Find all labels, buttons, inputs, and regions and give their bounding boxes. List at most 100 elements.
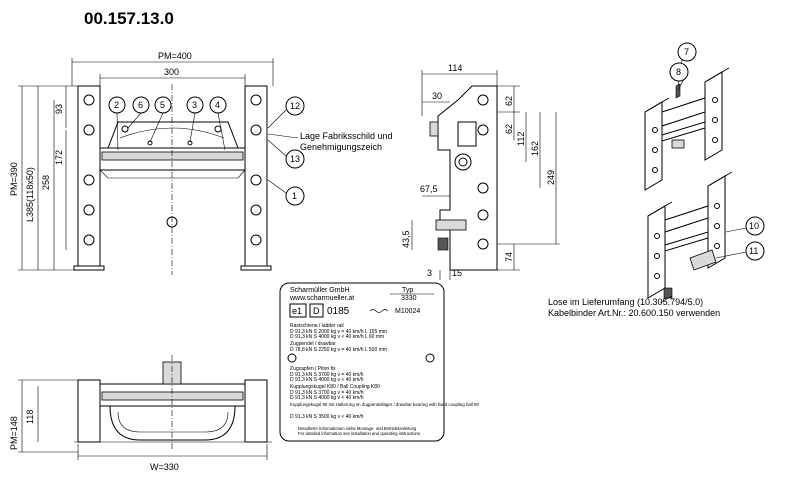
side-view: 114 30 62 62 112 162 249 74 67,5 43,5 3 … [401, 63, 560, 280]
dim-67-5: 67,5 [420, 184, 438, 194]
bottom-view: PM=148 118 W=330 [9, 355, 272, 472]
plate-footer-1: Detaillierte Informationen siehe Montage… [298, 426, 417, 431]
dim-43-5: 43,5 [401, 230, 411, 248]
dim-162: 162 [530, 141, 540, 156]
svg-text:11: 11 [749, 246, 758, 256]
svg-text:12: 12 [290, 101, 300, 111]
drawing-number: 00.157.13.0 [84, 9, 174, 28]
nameplate-m-code: M10024 [395, 308, 420, 315]
left-upright-holes [83, 94, 95, 246]
dim-258: 258 [41, 175, 51, 190]
right-upright-foot [240, 265, 272, 271]
iso-view-bottom [647, 171, 733, 299]
left-upright [77, 85, 101, 271]
loose-parts-note-1: Lose im Lieferumfang (10.305.794/5.0) [548, 297, 703, 307]
plate-section-4-row-0: D 91,3 kN S 3500 kg v < 40 km/h [290, 414, 364, 420]
plate-section-4-heading: Kupplungskugel 80 mit Halterung im Zugpe… [290, 402, 479, 407]
svg-text:8: 8 [676, 67, 681, 77]
nameplate-typ-value: 3330 [401, 295, 417, 302]
callout-8: 8 [669, 62, 689, 91]
callout-4: 4 [209, 96, 227, 151]
cross-shaft [101, 151, 244, 161]
svg-text:2: 2 [114, 100, 119, 110]
plate-section-0-row-1: D 91,3 kN S 4000 kg v < 40 km/h L 60 mm [290, 334, 384, 340]
nameplate-d: D [313, 306, 320, 316]
pin-head [454, 153, 472, 171]
dim-112: 112 [516, 132, 526, 146]
plate-section-3-row-1: D 91,3 kN S 4000 kg v < 40 km/h [290, 395, 364, 401]
dim-w330: W=330 [150, 462, 179, 472]
right-upright-holes [250, 94, 262, 246]
loose-parts-note-2: Kabelbinder Art.Nr.: 20.600.150 verwende… [548, 308, 720, 318]
nameplate: Scharmüller GmbH www.scharmueller.at Typ… [279, 282, 479, 442]
svg-text:1: 1 [292, 191, 297, 201]
dim-93: 93 [54, 104, 64, 114]
callout-3: 3 [186, 96, 204, 143]
wave-icon [369, 309, 389, 313]
bottom-left-upright [77, 379, 101, 443]
iso-view-top [644, 67, 730, 191]
svg-text:7: 7 [684, 47, 689, 57]
nameplate-location-note-1: Lage Fabriksschild und [300, 131, 393, 141]
front-view: PM=400 300 PM=390 L385(118x50) 258 172 9… [9, 51, 393, 275]
nameplate-border [279, 282, 445, 442]
dim-15: 15 [452, 268, 462, 278]
dim-pm400: PM=400 [158, 51, 192, 61]
svg-text:4: 4 [215, 100, 220, 110]
dim-pm148: PM=148 [9, 416, 19, 450]
plate-section-0-row-0: D 91,3 kN S 2000 kg v = 40 km/h L 155 mm [290, 329, 387, 335]
loose-parts-leader [659, 295, 673, 304]
callout-11: 11 [715, 241, 765, 261]
side-clip [437, 237, 449, 251]
plate-section-3-row-0: D 91,3 kN S 3700 kg v = 40 km/h [290, 390, 364, 396]
callout-10: 10 [725, 216, 765, 236]
dim-pm390: PM=390 [9, 162, 19, 196]
plate-footer-2: For detailed information see installatio… [298, 431, 420, 436]
dim-l385: L385(118x50) [25, 167, 35, 222]
plate-section-2-row-1: D 91,3 kN S 4000 kg v < 40 km/h [290, 377, 364, 383]
svg-text:10: 10 [749, 221, 759, 231]
dim-172: 172 [54, 150, 64, 165]
left-upright-foot [73, 265, 105, 271]
callout-2: 2 [108, 96, 126, 151]
callout-1: 1 [267, 179, 305, 206]
top-bracket [107, 121, 239, 149]
callout-12: 12 [267, 96, 305, 129]
plate-section-0-heading: Rastschiene / ladder rail [290, 323, 344, 329]
plate-rivet-right [425, 353, 435, 363]
lower-frame [99, 169, 246, 179]
plate-section-1-heading: Zugpendel / drawbar [290, 341, 336, 347]
bottom-right-upright [244, 379, 268, 443]
dim-30: 30 [432, 91, 442, 101]
dim-114: 114 [448, 63, 462, 73]
bottom-hitch [162, 361, 182, 385]
callout-13: 13 [267, 139, 305, 169]
dim-300: 300 [164, 67, 179, 77]
dim-249: 249 [546, 170, 556, 185]
svg-text:5: 5 [160, 100, 165, 110]
nameplate-approval: 0185 [327, 306, 350, 317]
dim-62-top: 62 [504, 96, 514, 106]
dim-62-mid: 62 [504, 124, 514, 134]
svg-text:13: 13 [290, 154, 300, 164]
nameplate-outline [457, 121, 477, 147]
plate-section-1-row-0: D 78,8 kN S 2250 kg v = 40 km/h L 500 mm [290, 347, 387, 353]
nameplate-location-note-2: Genehmigungszeich [300, 142, 382, 152]
dim-3: 3 [427, 268, 432, 278]
side-pin [435, 219, 467, 231]
nameplate-company: Scharmüller GmbH [290, 287, 350, 294]
nameplate-typ-label: Typ [402, 287, 413, 294]
dim-74: 74 [504, 252, 514, 262]
bottom-shaft [101, 391, 244, 401]
callout-5: 5 [149, 96, 172, 143]
right-upright [244, 85, 268, 271]
plate-section-2-row-0: D 91,3 kN S 3700 kg v = 40 km/h [290, 372, 364, 378]
side-bolt [429, 121, 439, 137]
nameplate-e1: e1 [292, 306, 302, 316]
svg-text:3: 3 [192, 100, 197, 110]
plate-rivet-left [287, 353, 297, 363]
plate-section-3-heading: Kupplungskugel K80 / Ball Coupling K80 [290, 384, 380, 390]
bottom-bracket [109, 405, 236, 441]
dim-118: 118 [25, 410, 35, 424]
